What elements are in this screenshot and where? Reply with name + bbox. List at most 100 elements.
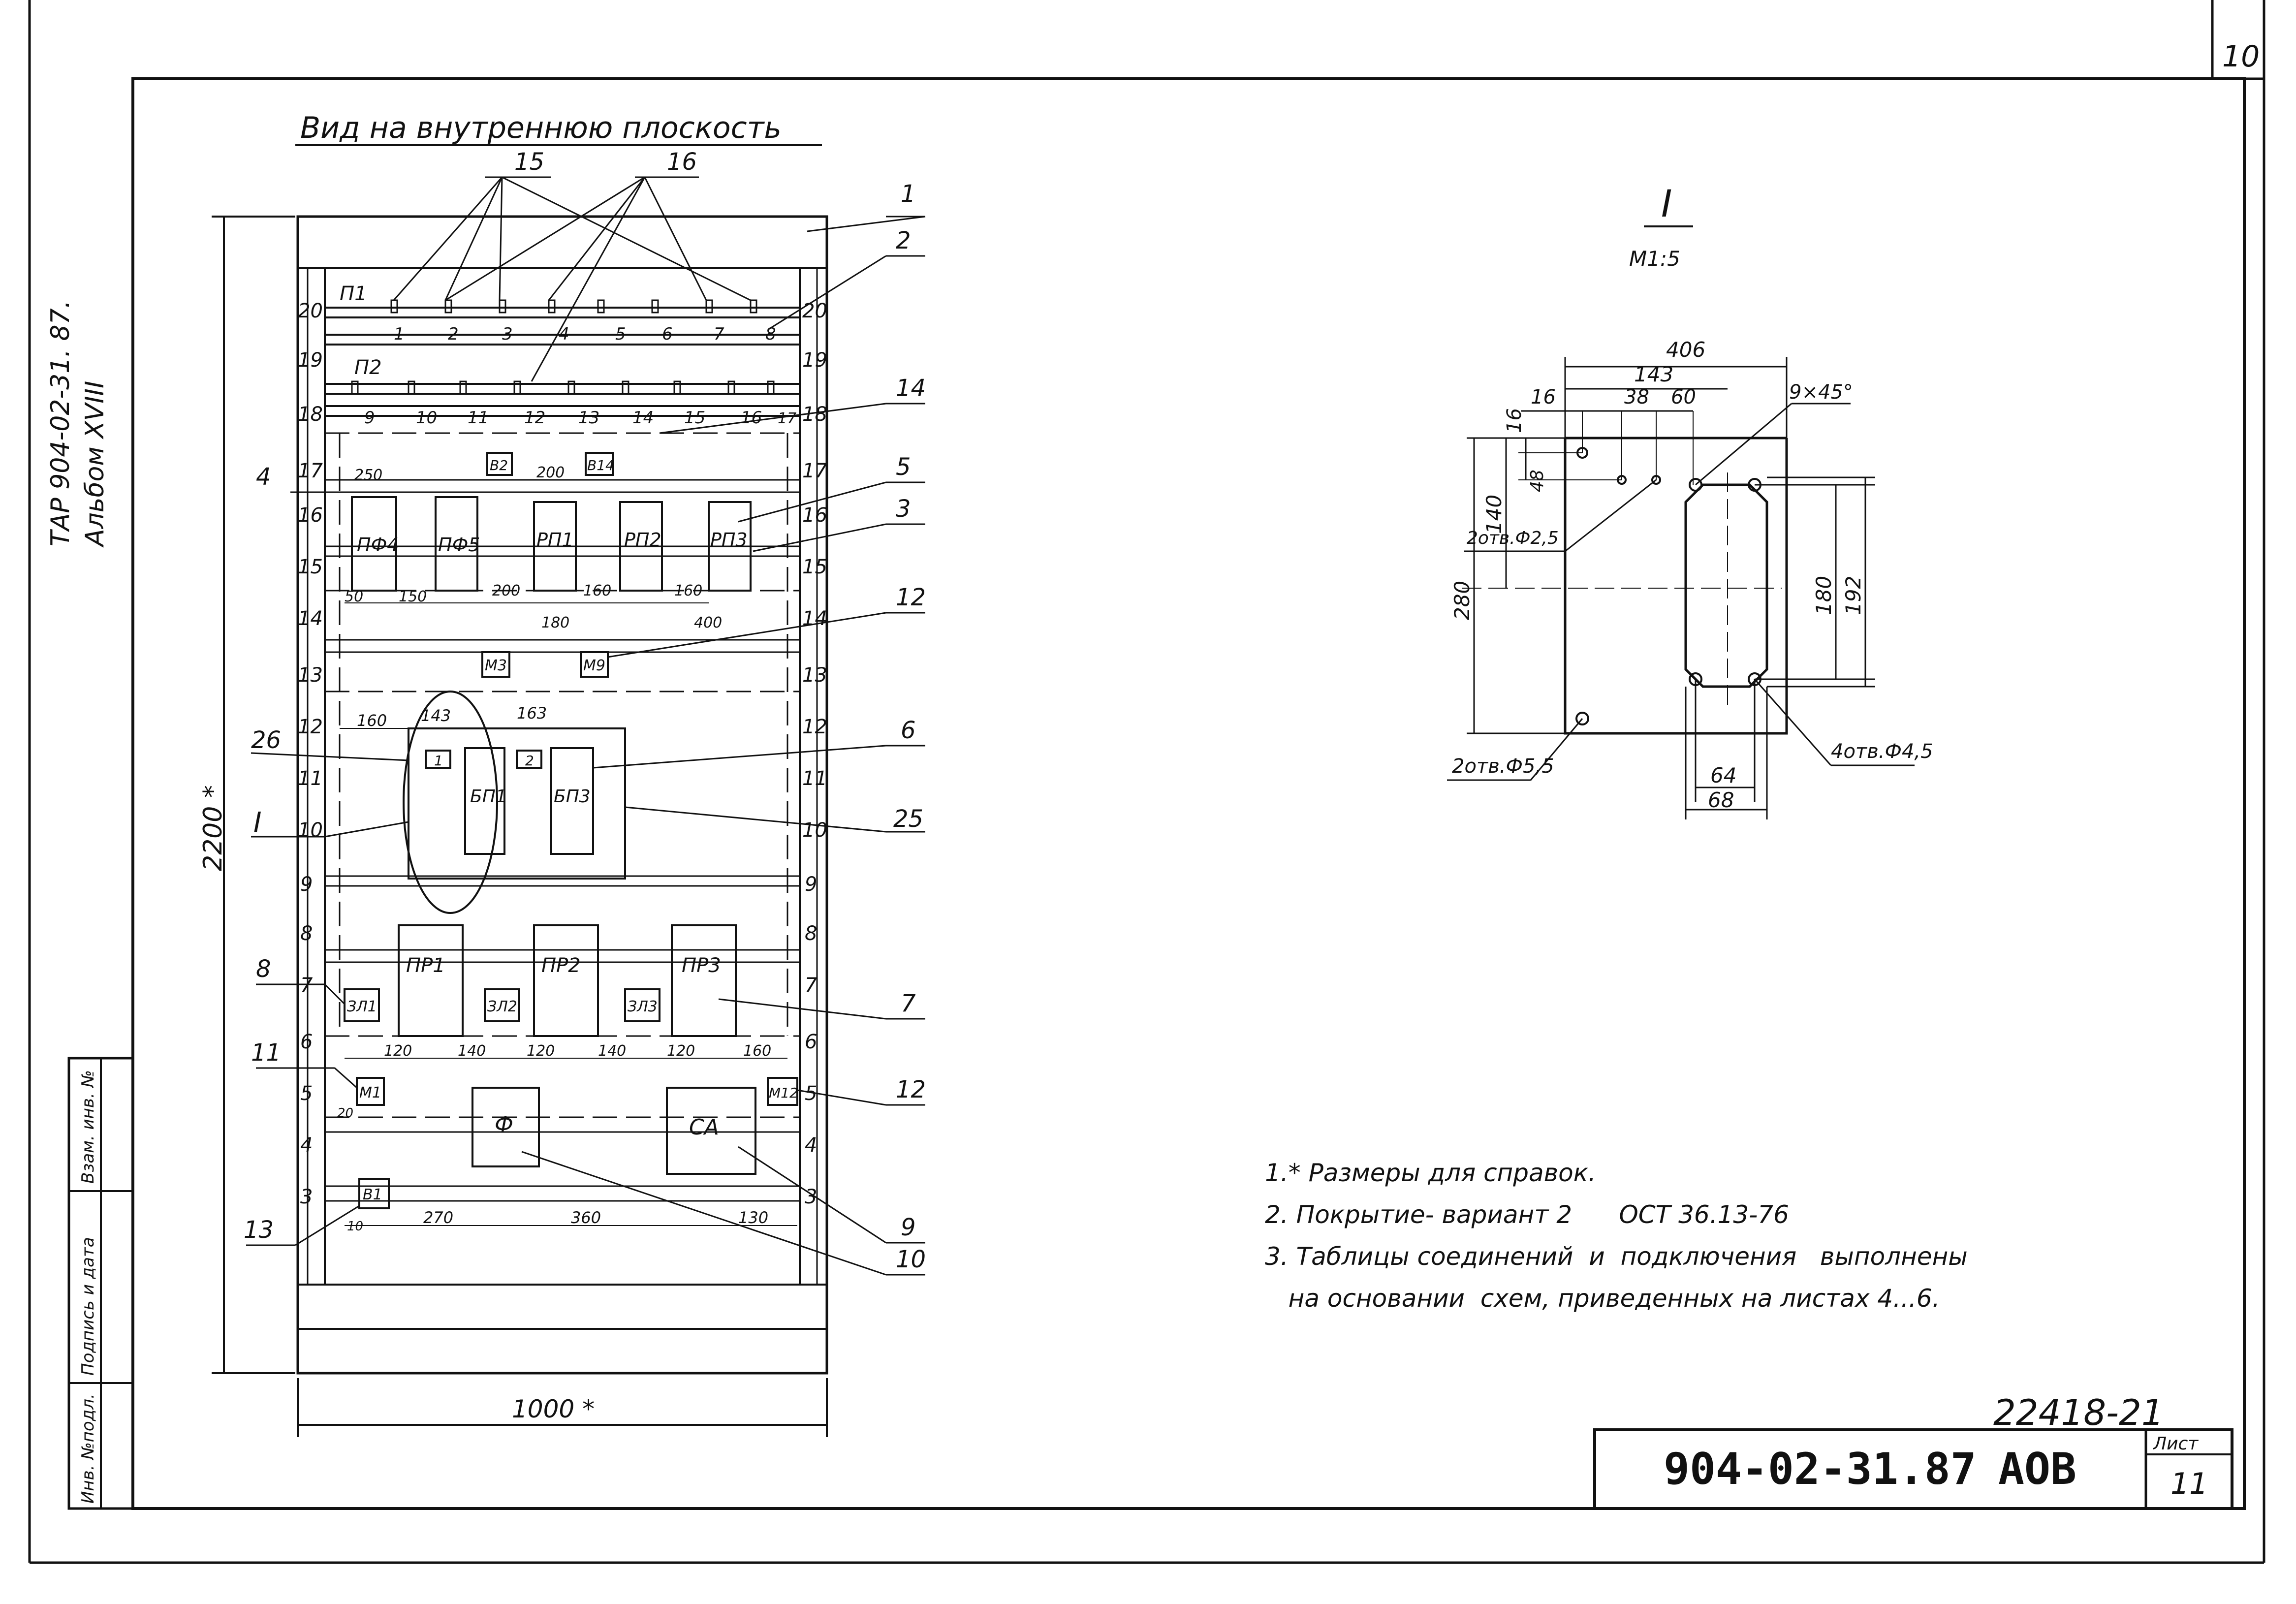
- dim-180: 180: [541, 614, 569, 631]
- terminal-17: 17: [778, 410, 796, 427]
- terminal-6: 6: [662, 324, 673, 344]
- callout-10: 10: [896, 1246, 926, 1273]
- callout-12a: 12: [896, 584, 926, 611]
- callout-16: 16: [667, 148, 697, 176]
- sheet-label: Лист: [2152, 1434, 2199, 1454]
- side-text: ТАР 904-02-31. 87. Альбом XVIII: [46, 300, 110, 548]
- terminal-1: 1: [394, 324, 405, 344]
- device-sq1: 1: [434, 753, 443, 769]
- callout-5: 5: [896, 453, 911, 481]
- doc-suffix: АОВ: [1998, 1444, 2076, 1494]
- left-scale-19: 19: [298, 349, 323, 372]
- terminal-4: 4: [559, 324, 569, 344]
- dim-120c: 120: [667, 1042, 695, 1060]
- corner-number: 10: [2222, 39, 2260, 74]
- right-scale-7: 7: [805, 974, 818, 997]
- device-rp2: РП2: [624, 529, 661, 551]
- strip-p1-label: П1: [340, 283, 367, 305]
- detail-chamfer: 9×45°: [1789, 381, 1853, 404]
- right-scale-17: 17: [802, 460, 827, 482]
- left-scale-14: 14: [298, 607, 323, 630]
- right-scale-6: 6: [805, 1031, 817, 1053]
- left-scale-15: 15: [298, 556, 323, 578]
- view-title: Вид на внутреннюю плоскость: [300, 111, 782, 145]
- callout-I: I: [253, 807, 262, 839]
- terminal-7: 7: [714, 324, 724, 344]
- sheet-number: 11: [2170, 1467, 2208, 1501]
- dim-160c: 160: [357, 711, 387, 730]
- device-rp3: РП3: [710, 529, 748, 551]
- strip-p2-label: П2: [354, 356, 382, 379]
- dim-160b: 160: [674, 582, 702, 599]
- callout-2: 2: [896, 227, 911, 254]
- left-scale: 20 19 18 17 16 15 14 13 12 11 10 9 8 7 6…: [298, 300, 323, 1208]
- detail-scale: М1:5: [1629, 247, 1680, 271]
- terminal-10: 10: [416, 408, 437, 428]
- detail-dim-16b: 16: [1503, 408, 1526, 433]
- detail-dim-180: 180: [1812, 576, 1836, 615]
- note-1: 1.* Размеры для справок.: [1265, 1159, 1596, 1187]
- left-scale-4: 4: [300, 1134, 313, 1157]
- right-scale-11: 11: [802, 767, 827, 790]
- detail-dim-68: 68: [1708, 788, 1734, 812]
- callout-9: 9: [901, 1214, 916, 1241]
- callout-13: 13: [244, 1216, 274, 1244]
- dim-height: 2200 *: [198, 785, 228, 871]
- left-scale-8: 8: [300, 922, 313, 945]
- callout-15: 15: [514, 148, 544, 176]
- detail-dim-140: 140: [1482, 495, 1506, 534]
- sheet-frame: 10: [28, 0, 2265, 1564]
- right-scale-4: 4: [805, 1134, 817, 1157]
- dim-200b: 200: [492, 582, 520, 599]
- callout-1: 1: [901, 180, 916, 208]
- dim-160a: 160: [583, 582, 611, 599]
- right-scale-9: 9: [805, 873, 817, 896]
- stamp-field-2: Подпись и дата: [78, 1237, 98, 1376]
- terminal-9: 9: [364, 408, 375, 428]
- callout-8: 8: [256, 955, 271, 983]
- detail-dim-280: 280: [1450, 581, 1474, 620]
- side-text-1: ТАР 904-02-31. 87.: [46, 300, 75, 546]
- note-2: 2. Покрытие- вариант 2 ОСТ 36.13-76: [1265, 1200, 1789, 1229]
- callout-26: 26: [251, 726, 281, 754]
- dim-163: 163: [517, 704, 547, 723]
- terminal-13: 13: [578, 408, 599, 428]
- detail-dim-16a: 16: [1531, 386, 1556, 409]
- detail-title: I: [1661, 182, 1672, 225]
- device-zl2: ЗЛ2: [487, 998, 517, 1015]
- device-rp1: РП1: [536, 529, 574, 551]
- title-block: 22418-21 904-02-31.87 АОВ Лист 11: [1593, 1392, 2233, 1510]
- right-scale-13: 13: [802, 664, 827, 687]
- device-f: Ф: [495, 1112, 513, 1137]
- archive-number: 22418-21: [1993, 1392, 2164, 1433]
- device-m12: М12: [769, 1085, 798, 1101]
- device-pr1: ПР1: [406, 954, 445, 977]
- device-v14: В14: [587, 457, 614, 473]
- right-scale-20: 20: [802, 300, 827, 322]
- left-scale-6: 6: [300, 1031, 313, 1053]
- dim-360: 360: [571, 1208, 601, 1227]
- terminal-11: 11: [468, 408, 489, 428]
- terminal-15: 15: [684, 408, 705, 428]
- cabinet-view: П1 П2 1 2 3 4 5 6 7 8: [198, 148, 926, 1437]
- device-pr3: ПР3: [682, 954, 721, 977]
- callout-11: 11: [251, 1039, 281, 1067]
- right-scale-12: 12: [802, 716, 827, 738]
- callout-6: 6: [901, 717, 916, 744]
- left-scale-12: 12: [298, 716, 323, 738]
- device-zl3: ЗЛ3: [628, 998, 658, 1015]
- terminal-16: 16: [741, 408, 762, 428]
- callout-14: 14: [896, 375, 926, 402]
- detail-dim-143: 143: [1634, 362, 1673, 386]
- device-m3: М3: [485, 657, 507, 674]
- detail-dim-48: 48: [1527, 470, 1547, 492]
- device-v1: В1: [363, 1186, 382, 1203]
- detail-dim-192: 192: [1841, 576, 1865, 615]
- detail-hole-1: 2отв.Ф2,5: [1467, 528, 1559, 548]
- left-scale-16: 16: [298, 504, 323, 527]
- left-scale-13: 13: [298, 664, 323, 687]
- detail-dim-60: 60: [1671, 386, 1696, 409]
- terminal-2: 2: [448, 324, 459, 344]
- left-scale-10: 10: [298, 819, 323, 842]
- detail-view: I М1:5 406 143 16 38 60: [1447, 182, 1933, 819]
